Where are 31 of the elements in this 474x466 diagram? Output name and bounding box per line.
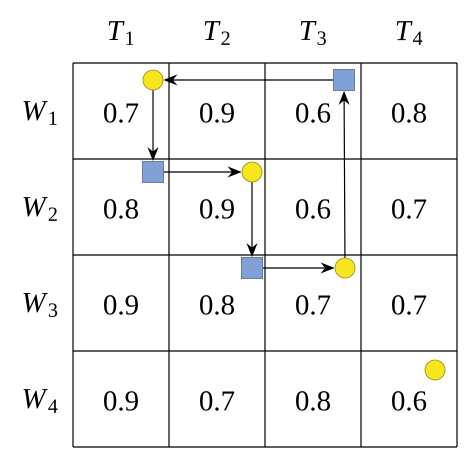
- square-marker: [333, 69, 355, 91]
- cell-value: 0.6: [392, 391, 426, 411]
- cell-value: 0.6: [296, 199, 330, 219]
- row-header: W$_{3}$: [23, 293, 58, 317]
- circle-marker: [242, 162, 262, 182]
- row-header: W$_{4}$: [23, 389, 58, 413]
- cell-value: 0.6: [296, 103, 330, 123]
- column-header: T$_{2}$: [204, 21, 230, 45]
- cell-value: 0.7: [200, 391, 234, 411]
- circle-marker: [424, 360, 446, 380]
- column-header: T$_{3}$: [300, 21, 326, 45]
- column-header: T$_{1}$: [108, 21, 134, 45]
- square-marker: [142, 161, 164, 183]
- square-marker: [241, 257, 263, 279]
- cell-value: 0.7: [392, 295, 426, 315]
- cell-value: 0.8: [104, 199, 138, 219]
- circle-marker: [334, 258, 356, 278]
- cell-value: 0.9: [104, 295, 138, 315]
- cell-value: 0.9: [200, 199, 234, 219]
- cell-value: 0.7: [296, 295, 330, 315]
- cell-value: 0.8: [392, 103, 426, 123]
- cell-value: 0.8: [296, 391, 330, 411]
- cell-value: 0.7: [104, 103, 138, 123]
- cell-value: 0.7: [392, 199, 426, 219]
- column-header: T$_{4}$: [396, 21, 422, 45]
- row-header: W$_{2}$: [23, 197, 57, 221]
- row-header: W$_{1}$: [23, 101, 57, 125]
- circle-marker: [142, 70, 164, 90]
- cell-value: 0.9: [104, 391, 138, 411]
- cell-value: 0.8: [200, 295, 234, 315]
- cell-value: 0.9: [200, 103, 234, 123]
